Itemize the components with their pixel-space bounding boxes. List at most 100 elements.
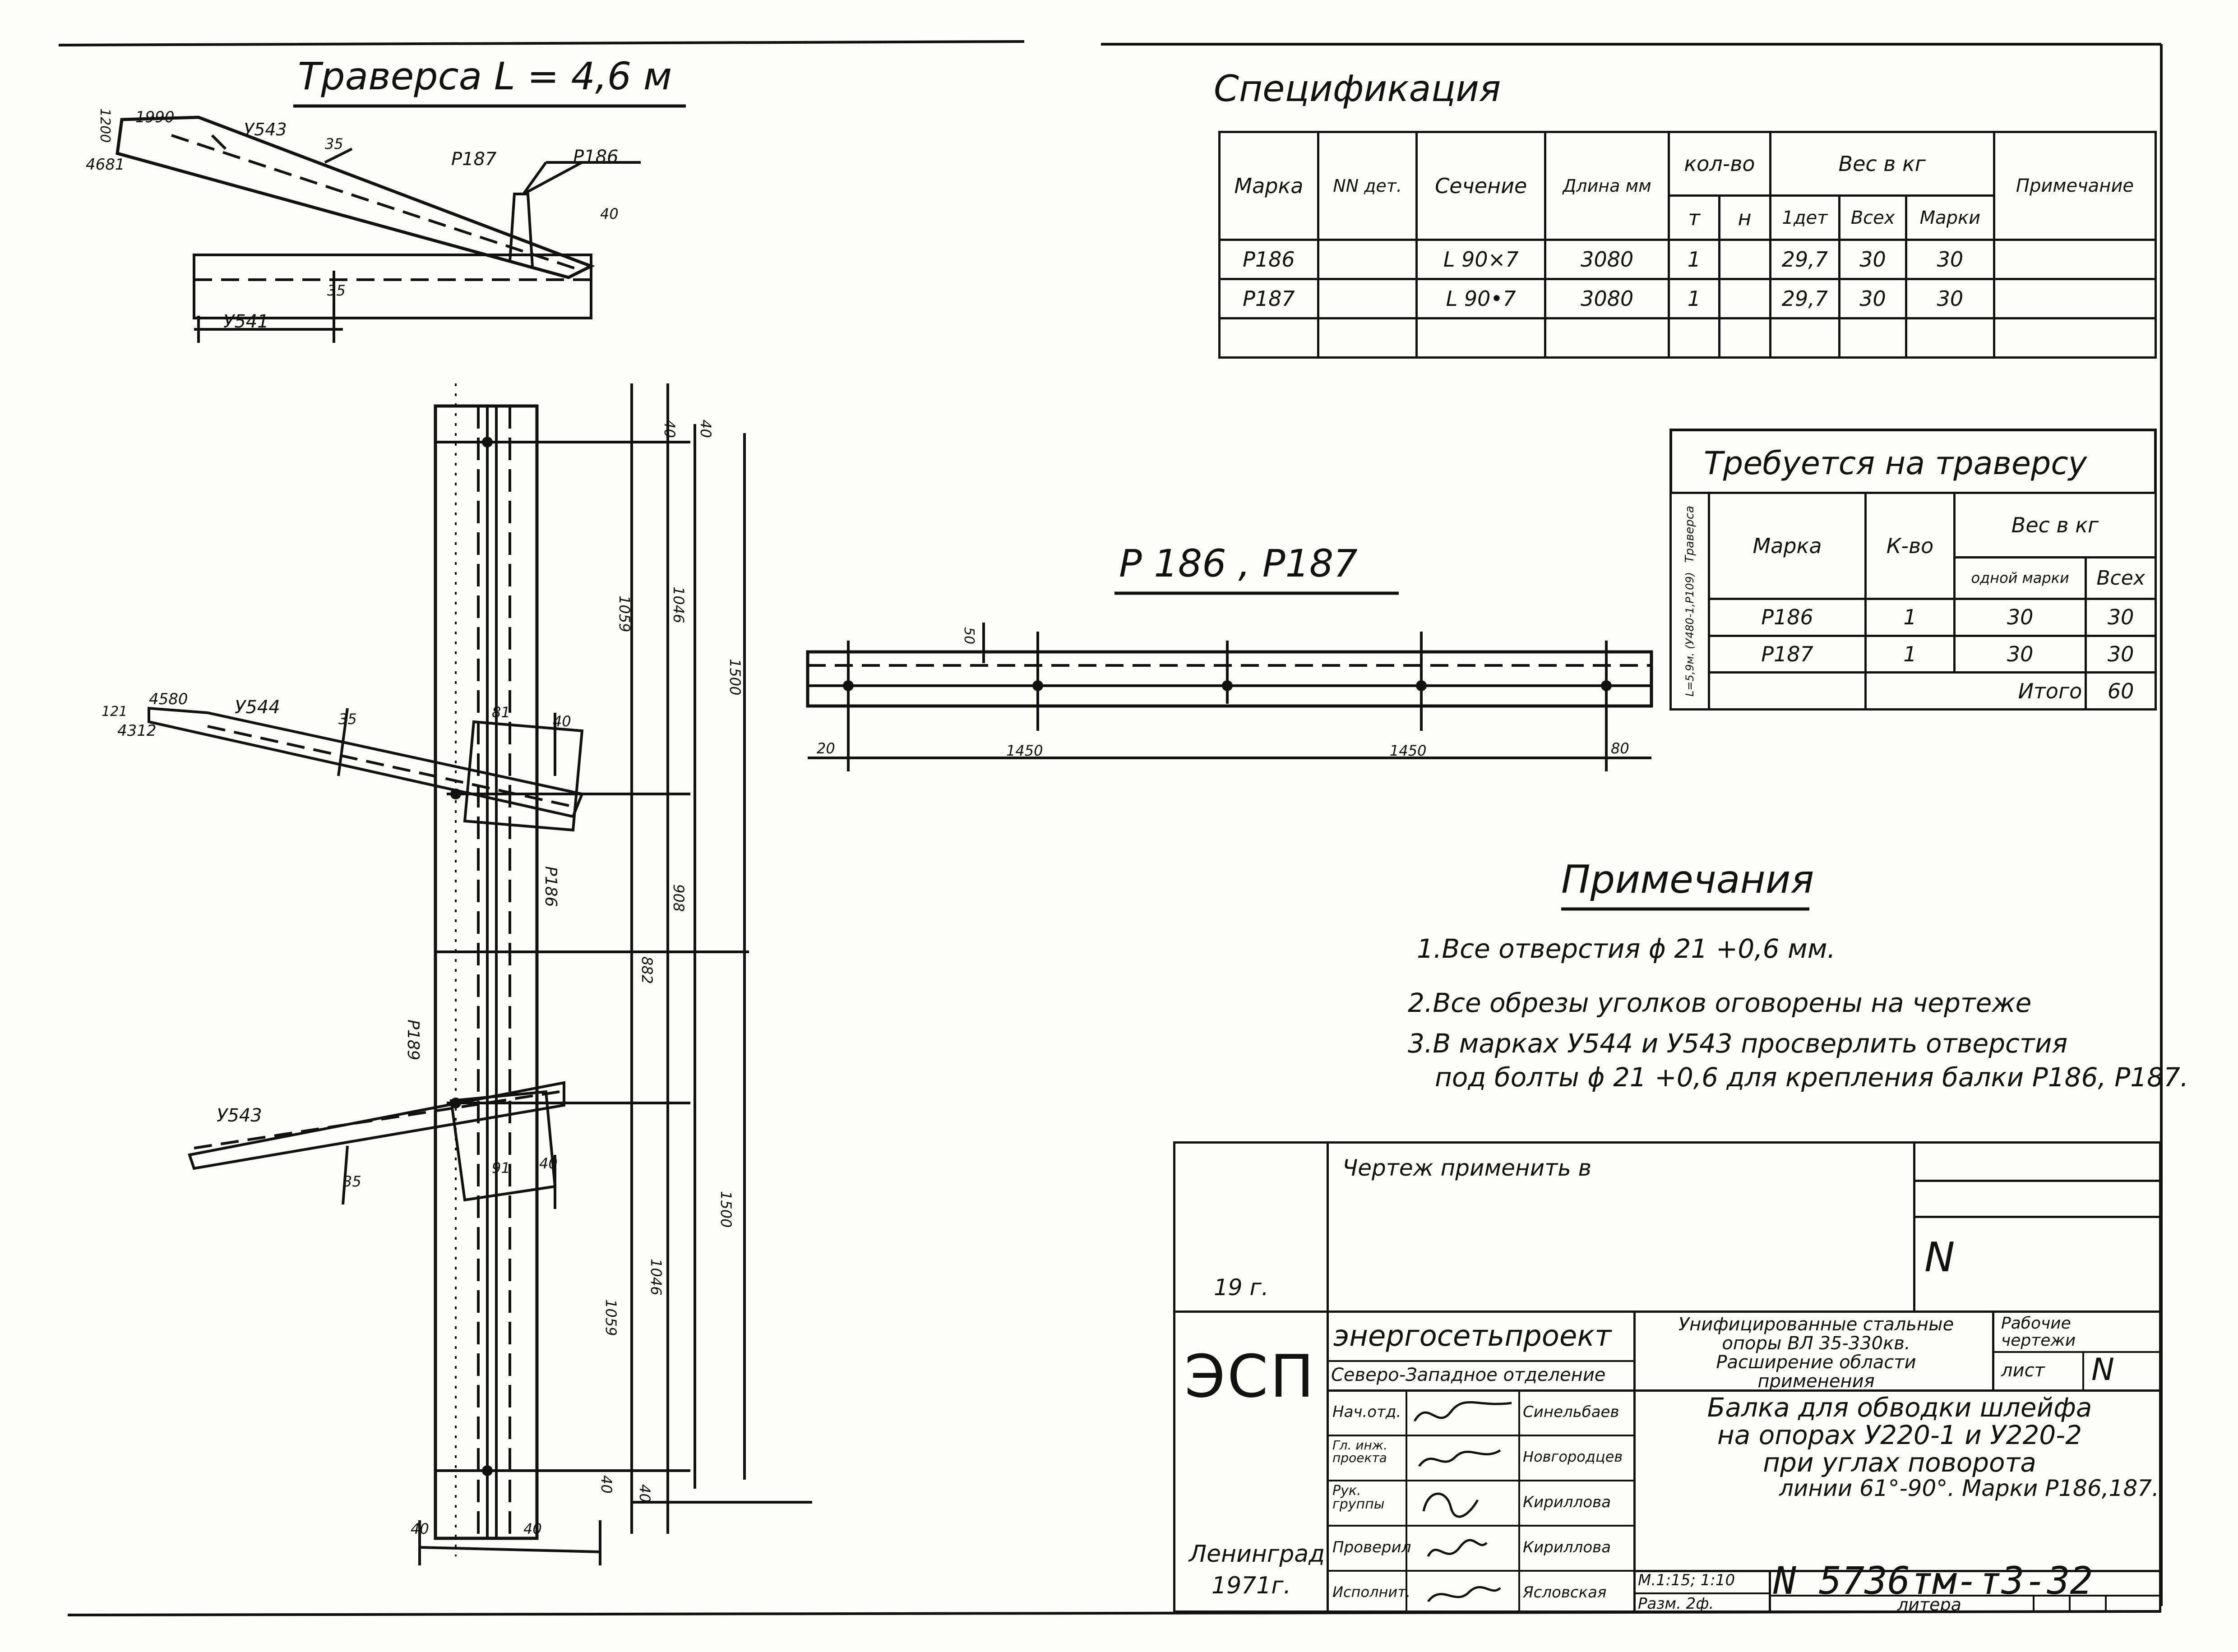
note-2: 2.Все обрезы уголков оговорены на чертеж… (1408, 988, 2032, 1018)
required-cell: Р186 (1708, 597, 1867, 637)
spec-table: Марка NN дет. Сечение Длина мм кол-во Ве… (1218, 130, 2157, 359)
table-row: Итого 60 (1671, 671, 2157, 711)
spec-cell: Р187 (1218, 278, 1319, 320)
tb-name: Кириллова (1523, 1538, 1611, 1556)
frame-dim-35b: 35 (343, 1173, 361, 1190)
tb-format: Разм. 2ф. (1638, 1595, 1714, 1613)
table-row: Р186 L 90×7 3080 1 29,7 30 30 (1218, 239, 2157, 281)
frame-dim-40-bottom-a: 40 (598, 1475, 615, 1494)
frame-dim-1500-top: 1500 (726, 659, 744, 696)
required-side: Траверса L=5,9м. (У480-1,Р109) (1669, 492, 1710, 711)
tb-stage: Рабочие чертежи (2001, 1314, 2076, 1350)
frame-dim-1059-top: 1059 (616, 595, 633, 632)
spec-title: Спецификация (1214, 68, 1501, 110)
spec-h-n: н (1718, 194, 1771, 241)
spec-cell (1718, 239, 1771, 281)
tb-esp: ЭСП (1184, 1342, 1316, 1411)
tb-role: Нач.отд. (1332, 1403, 1401, 1421)
tb-name: Кириллова (1523, 1493, 1611, 1511)
beam-title: Р 186 , Р187 (1119, 541, 1358, 586)
note-3b: под болты ϕ 21 +0,6 для крепления балки … (1435, 1062, 2189, 1093)
tb-project-line: Унифицированные стальные (1678, 1314, 1954, 1335)
tb-drawing-title-line: на опорах У220-1 и У220-2 (1717, 1419, 2082, 1450)
tb-year: 19 г. (1214, 1274, 1269, 1301)
spec-h-per: 1дет (1769, 194, 1841, 241)
tb-name: Новгородцев (1523, 1448, 1623, 1465)
note-3: 3.В марках У544 и У543 просверлить отвер… (1408, 1028, 2068, 1059)
spec-h-all: Всех (1838, 194, 1907, 241)
tb-role: Гл. инж. проекта (1332, 1438, 1387, 1465)
tb-litera: литера (1897, 1595, 1961, 1613)
required-h-qty: К-во (1864, 492, 1956, 600)
frame-dim-40a: 40 (553, 713, 571, 730)
spec-cell (1317, 239, 1418, 281)
spec-cell: L 90×7 (1415, 239, 1547, 281)
spec-cell: L 90•7 (1415, 278, 1547, 320)
traverse-sketch (116, 115, 641, 343)
spec-cell: 29,7 (1769, 239, 1841, 281)
frame-label-p186: P186 (541, 866, 560, 907)
spec-cell: 30 (1838, 278, 1907, 320)
tb-role: Рук. группы (1332, 1483, 1385, 1512)
traverse-dim-35a: 35 (325, 135, 343, 152)
spec-h-qty: кол-во (1668, 130, 1771, 197)
traverse-dim-1990: 1990 (135, 108, 175, 126)
tb-signatures (1413, 1401, 1512, 1602)
tb-n-mark: N (1924, 1234, 1955, 1281)
tb-role: Проверил (1332, 1538, 1411, 1556)
required-cell: 30 (2085, 597, 2157, 637)
required-cell: 1 (1864, 634, 1956, 674)
frame-dim-4580: 4580 (149, 690, 188, 708)
frame-dim-40-bottom-c: 40 (411, 1520, 429, 1537)
tb-project-line: опоры ВЛ 35-330кв. (1722, 1333, 1910, 1354)
beam-dim-1450-a: 1450 (1006, 742, 1043, 759)
table-row (1218, 317, 2157, 359)
spec-cell (1317, 278, 1418, 320)
spec-cell: Р186 (1218, 239, 1319, 281)
beam-dim-20: 20 (817, 740, 835, 757)
notes-title: Примечания (1561, 857, 1814, 902)
tb-role: Исполнит. (1332, 1583, 1411, 1601)
required-side-value: L=5,9м. (У480-1,Р109) (1683, 572, 1696, 697)
spec-cell: 29,7 (1769, 278, 1841, 320)
table-row: Р186 1 30 30 (1671, 597, 2157, 637)
spec-h-mark: Марки (1905, 194, 1995, 241)
beam-holes (450, 437, 1612, 1476)
spec-cell: 30 (1905, 278, 1995, 320)
spec-cell: 30 (1838, 239, 1907, 281)
frame-dim-908: 908 (670, 884, 687, 912)
frame-label-u543: У543 (217, 1105, 262, 1126)
frame-dim-35a: 35 (338, 711, 357, 728)
tb-sheet: N (2091, 1352, 2114, 1388)
frame-dim-1046-bottom: 1046 (647, 1259, 665, 1296)
tb-dept: Северо-Западное отделение (1331, 1365, 1606, 1385)
tb-name: Ясловская (1523, 1583, 1607, 1601)
frame-dim-40-top-b: 40 (697, 420, 714, 438)
spec-h-t: т (1668, 194, 1720, 241)
spec-cell: 3080 (1544, 278, 1670, 320)
traverse-title: Траверса L = 4,6 м (298, 54, 672, 98)
required-total: 60 (2085, 671, 2157, 711)
frame-dim-40-bottom-d: 40 (523, 1520, 542, 1537)
frame-dim-40-bottom-b: 40 (636, 1484, 653, 1503)
frame-dim-1500-bottom: 1500 (717, 1191, 735, 1228)
tb-org: энергосетьпроект (1333, 1320, 1612, 1353)
frame-dim-1046-top: 1046 (670, 586, 687, 623)
required-cell: 30 (2085, 634, 2157, 674)
required-cell: 1 (1864, 597, 1956, 637)
spec-h-note: Примечание (1993, 130, 2157, 241)
beam-dim-50: 50 (961, 627, 977, 645)
tb-project-line: Расширение области (1716, 1352, 1916, 1373)
spec-cell: 1 (1668, 239, 1720, 281)
tb-drawing-title-line: линии 61°-90°. Марки Р186,187. (1779, 1475, 2159, 1501)
required-title: Требуется на траверсу (1704, 445, 2087, 482)
note-1: 1.Все отверстия ϕ 21 +0,6 мм. (1417, 933, 1836, 964)
traverse-label-u543: У543 (244, 120, 287, 139)
table-row: Р187 1 30 30 (1671, 634, 2157, 674)
traverse-label-p187: P187 (451, 149, 497, 170)
frame-dim-121: 121 (102, 704, 128, 720)
spec-h-length: Длина мм (1544, 130, 1670, 241)
required-cell: Р187 (1708, 634, 1867, 674)
frame-dim-40-top-a: 40 (661, 420, 678, 438)
